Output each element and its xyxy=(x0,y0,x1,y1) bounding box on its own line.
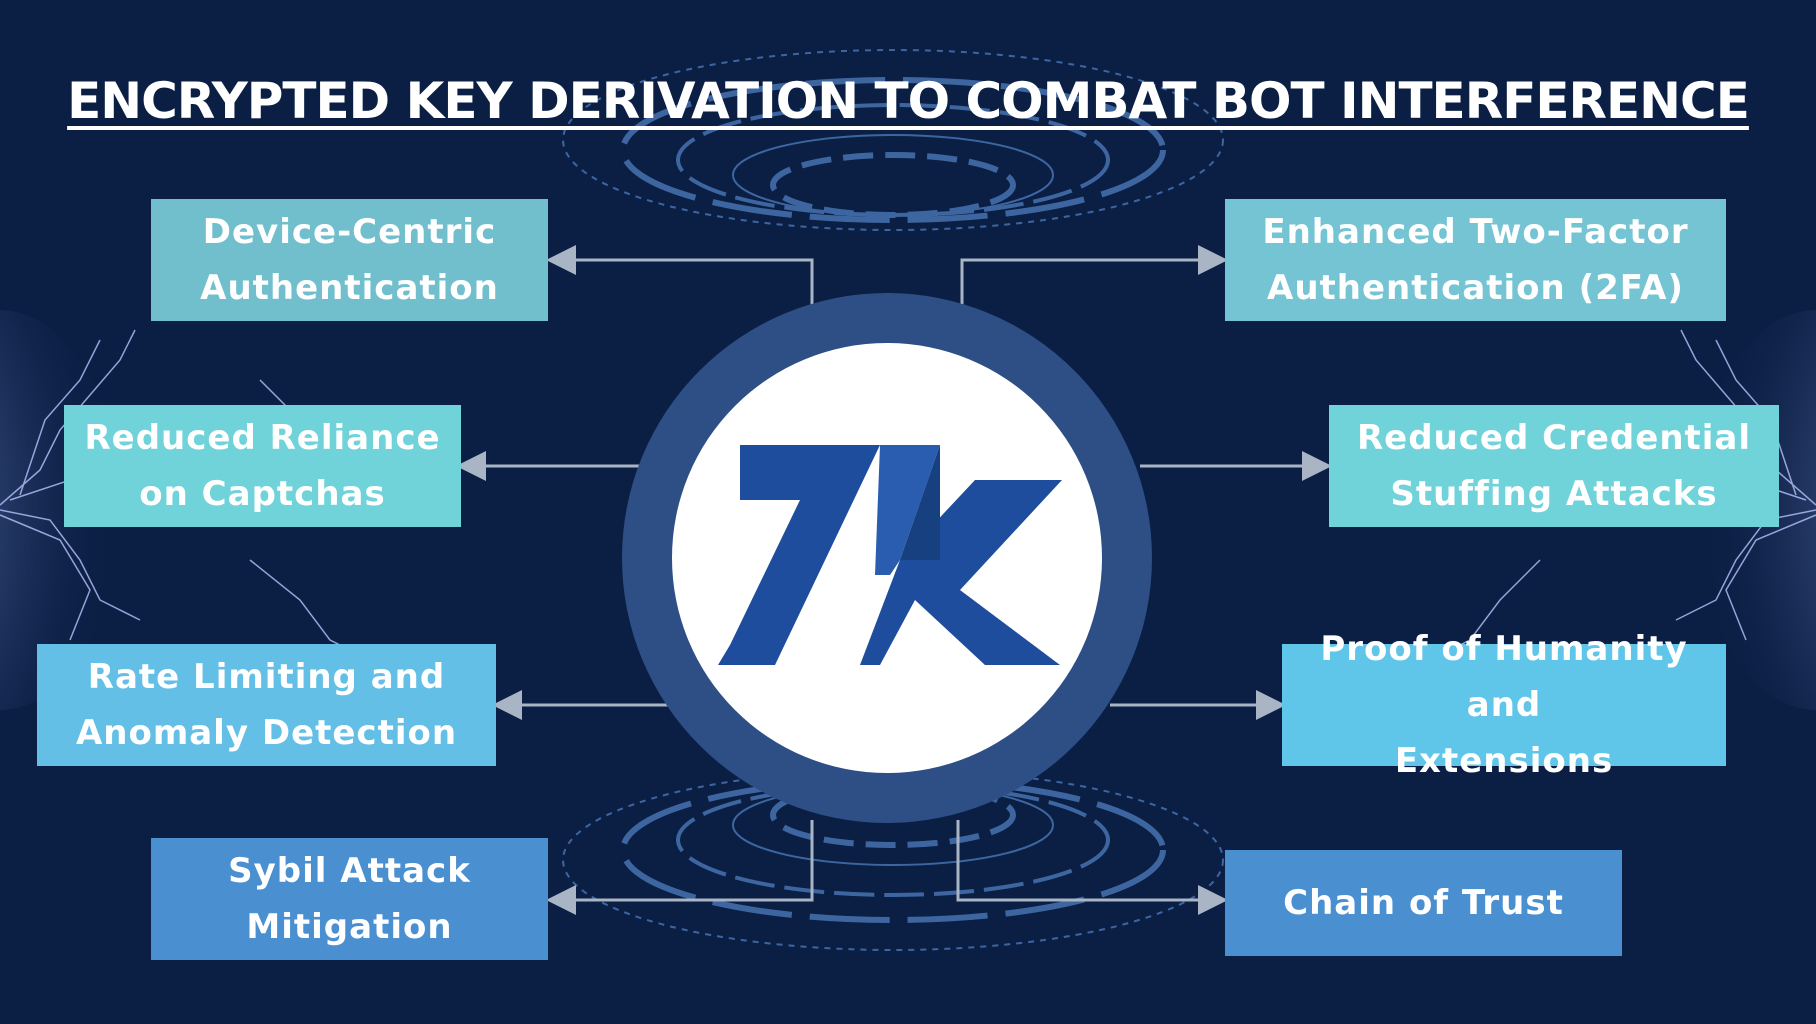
box-line-2: Extensions xyxy=(1394,741,1614,781)
connectors xyxy=(456,245,1332,915)
box-line-1: Reduced Reliance xyxy=(84,418,441,458)
box-line-2: on Captchas xyxy=(139,474,386,514)
box-chain-of-trust: Chain of Trust xyxy=(1225,850,1622,956)
box-line-1: Chain of Trust xyxy=(1283,883,1564,923)
connector-sybil xyxy=(546,820,814,915)
connector-chain xyxy=(956,820,1228,915)
box-line-2: Authentication (2FA) xyxy=(1267,268,1684,308)
box-reduced-reliance-captchas: Reduced Reliance on Captchas xyxy=(64,405,461,527)
connector-2fa xyxy=(960,245,1228,305)
box-line-1: Device-Centric xyxy=(202,212,497,252)
box-line-2: Mitigation xyxy=(246,907,453,947)
box-line-1: Rate Limiting and xyxy=(87,657,446,697)
box-enhanced-2fa: Enhanced Two-Factor Authentication (2FA) xyxy=(1225,199,1726,321)
box-line-1: Sybil Attack xyxy=(228,851,471,891)
box-line-2: Authentication xyxy=(200,268,499,308)
zk-logo-icon xyxy=(718,445,1062,665)
box-rate-limiting-anomaly: Rate Limiting and Anomaly Detection xyxy=(37,644,496,766)
box-line-2: Stuffing Attacks xyxy=(1390,474,1718,514)
connector-device-centric xyxy=(546,245,814,305)
diagram-title: ENCRYPTED KEY DERIVATION TO COMBAT BOT I… xyxy=(67,72,1750,130)
box-reduced-credential-stuffing: Reduced Credential Stuffing Attacks xyxy=(1329,405,1779,527)
box-line-1: Proof of Humanity and xyxy=(1320,629,1688,725)
box-line-1: Reduced Credential xyxy=(1356,418,1752,458)
box-device-centric-authentication: Device-Centric Authentication xyxy=(151,199,548,321)
box-proof-of-humanity: Proof of Humanity and Extensions xyxy=(1282,629,1726,781)
box-line-2: Anomaly Detection xyxy=(75,713,458,753)
box-sybil-attack-mitigation: Sybil Attack Mitigation xyxy=(151,838,548,960)
tech-rings-top xyxy=(562,49,1224,231)
box-line-1: Enhanced Two-Factor xyxy=(1262,212,1689,252)
